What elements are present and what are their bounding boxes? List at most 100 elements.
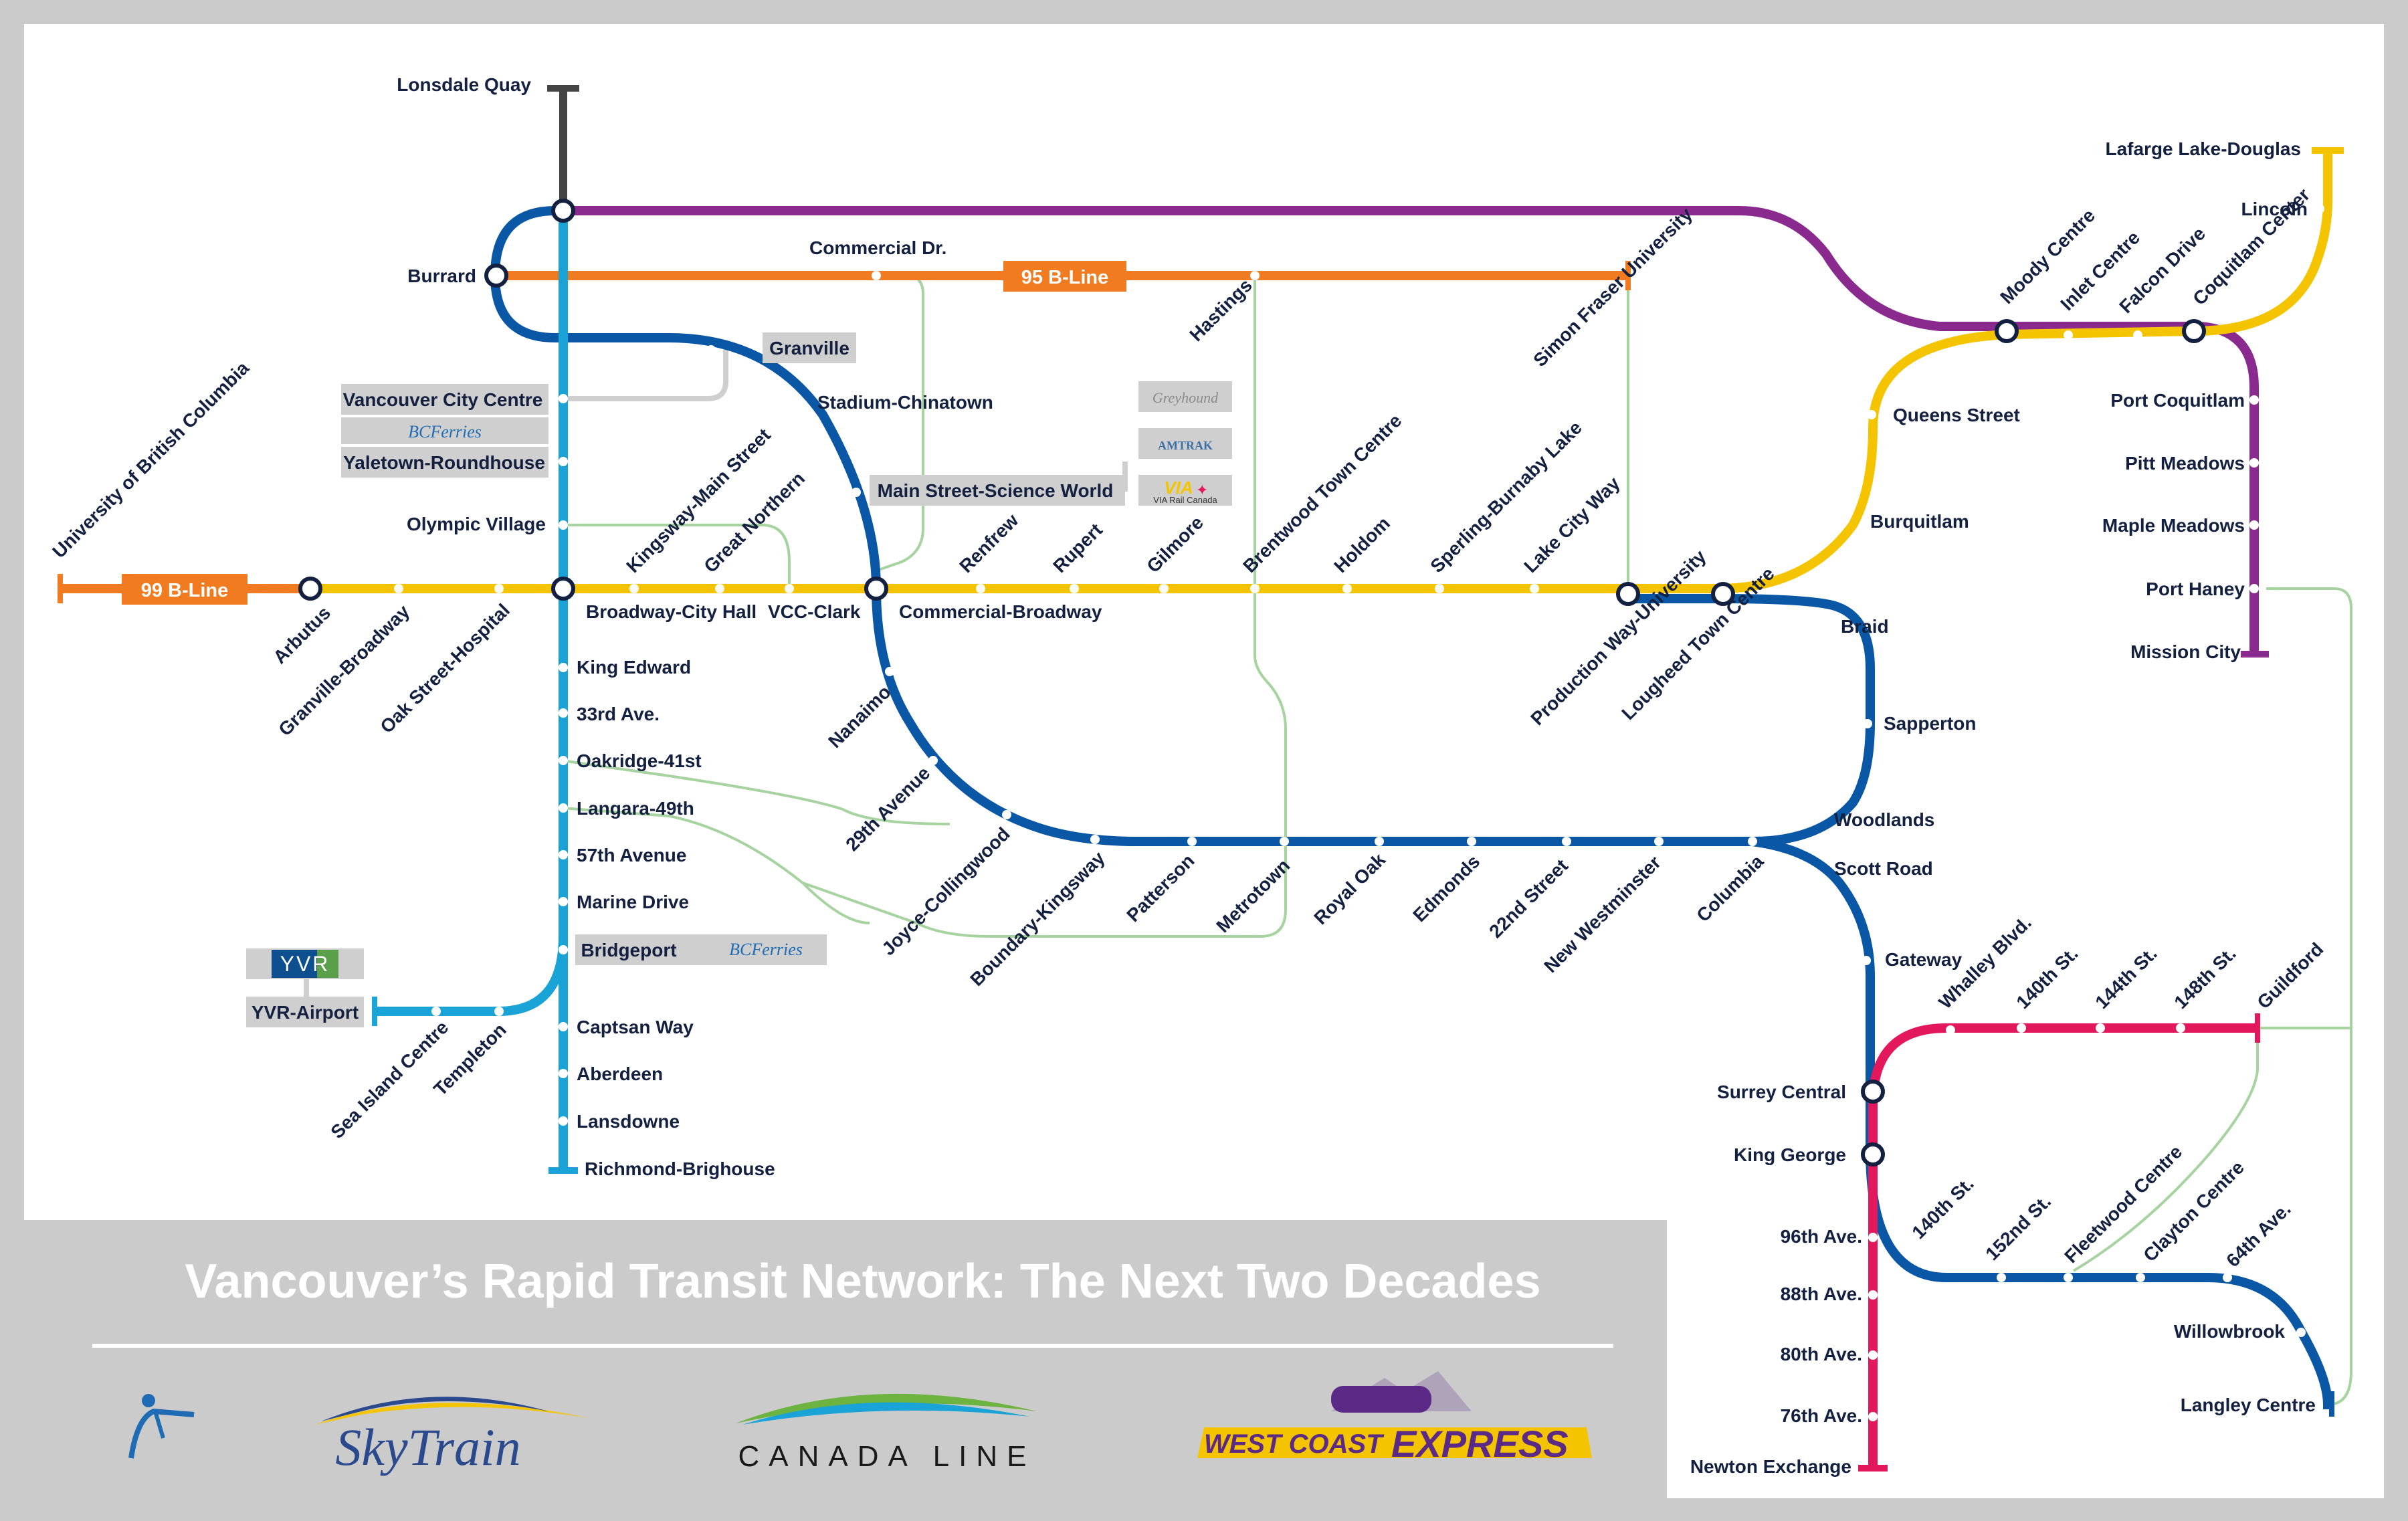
seabus-line — [547, 85, 579, 211]
label-lansdowne: Lansdowne — [577, 1111, 680, 1132]
label-57th: 57th Avenue — [577, 845, 686, 866]
bus-hastings-connector — [802, 276, 1287, 938]
purple-line — [563, 206, 2269, 657]
skytrain-text: SkyTrain — [335, 1418, 520, 1476]
bridgeport-box — [575, 934, 709, 965]
map-area — [24, 24, 2384, 1220]
blue-main-track — [490, 206, 1875, 846]
bus-fleetwood-connector — [2072, 1028, 2259, 1272]
granville-box-label: Granville — [769, 338, 849, 359]
wce-logo: WEST COAST EXPRESS — [1197, 1371, 1592, 1465]
station-dots — [394, 204, 2324, 1421]
translink-leg — [153, 1411, 165, 1439]
bcferries-box-2 — [702, 934, 827, 965]
label-woodlands: Woodlands — [1834, 809, 1934, 830]
label-stadium: Stadium-Chinatown — [817, 392, 993, 413]
amtrak-box — [1138, 428, 1232, 459]
label-captsan: Captsan Way — [577, 1017, 694, 1037]
label-commercial-broadway: Commercial-Broadway — [899, 601, 1102, 622]
b99-line: 99 B-Line — [58, 574, 308, 605]
label-braid: Braid — [1841, 616, 1889, 637]
label-gateway: Gateway — [1885, 949, 1963, 970]
bus-olympic-connector — [562, 524, 791, 587]
via-logo: VIA — [1164, 478, 1193, 498]
label-aberdeen: Aberdeen — [577, 1063, 663, 1084]
label-burrard: Burrard — [407, 266, 476, 286]
bus-porthaney-connector — [2266, 587, 2352, 1406]
b95-line: 95 B-Line — [496, 261, 1631, 292]
info-boxes: Granville Vancouver City Centre BCFerrie… — [246, 332, 1232, 1027]
label-port-haney: Port Haney — [2146, 579, 2245, 599]
vcc-box — [341, 384, 548, 415]
bcferries-box-1 — [341, 417, 548, 444]
greyhound-box — [1138, 381, 1232, 412]
bcferries-logo-2: BCFerries — [729, 940, 803, 959]
label-queens-street: Queens Street — [1893, 405, 2020, 425]
yvr-box — [246, 997, 364, 1027]
label-33rd: 33rd Ave. — [577, 704, 660, 724]
bus-langara-connector — [561, 807, 870, 924]
page-title: Vancouver’s Rapid Transit Network: The N… — [185, 1255, 1540, 1308]
translink-head — [142, 1394, 155, 1407]
label-olympic-village: Olympic Village — [407, 514, 546, 534]
label-vcc-clark: VCC-Clark — [768, 601, 861, 622]
bus-connectors — [561, 274, 2352, 1406]
label-burquitlam: Burquitlam — [1870, 511, 1969, 532]
canada-swoosh-green — [736, 1393, 1037, 1423]
yvr-box-label: YVR-Airport — [252, 1002, 359, 1023]
maple-leaf-icon: ✦ — [1196, 482, 1208, 498]
yvr-logo-text: YVR — [280, 952, 330, 976]
label-king-george: King George — [1734, 1144, 1846, 1165]
greyhound-logo: Greyhound — [1152, 389, 1219, 406]
label-scott-road: Scott Road — [1834, 858, 1933, 879]
canada-airport-branch — [375, 936, 568, 1016]
via-sub: VIA Rail Canada — [1153, 495, 1217, 505]
label-88th: 88th Ave. — [1781, 1284, 1862, 1304]
vcc-box-label: Vancouver City Centre — [343, 389, 543, 410]
yellow-track — [308, 150, 2332, 593]
canada-line — [372, 211, 578, 1174]
skytrain-logo: SkyTrain — [314, 1397, 589, 1476]
label-marine-drive: Marine Drive — [577, 892, 689, 912]
label-broadway-city-hall: Broadway-City Hall — [586, 601, 757, 622]
label-oakridge: Oakridge-41st — [577, 750, 702, 771]
label-richmond-brighouse: Richmond-Brighouse — [585, 1158, 775, 1179]
label-lonsdale-quay: Lonsdale Quay — [397, 74, 531, 95]
b95-badge — [1003, 261, 1126, 292]
label-port-coquitlam: Port Coquitlam — [2110, 390, 2245, 411]
label-king-edward: King Edward — [577, 657, 691, 678]
label-lafarge: Lafarge Lake-Douglas — [2105, 138, 2301, 159]
label-80th: 80th Ave. — [1781, 1344, 1862, 1364]
label-maple-meadows: Maple Meadows — [2102, 515, 2245, 536]
mainstreet-box-label: Main Street-Science World — [878, 480, 1114, 501]
bcferries-logo-1: BCFerries — [408, 422, 482, 441]
translink-logo — [128, 1394, 195, 1459]
map-area-extension — [1667, 1217, 2384, 1498]
b99-label: 99 B-Line — [141, 580, 229, 601]
granville-box — [763, 332, 856, 363]
label-langley: Langley Centre — [2181, 1395, 2316, 1415]
label-mission-city: Mission City — [2130, 641, 2241, 662]
label-lincoln: Lincoln — [2241, 199, 2308, 219]
wce-express: EXPRESS — [1391, 1423, 1569, 1465]
label-commercial-dr: Commercial Dr. — [809, 237, 946, 258]
via-box — [1138, 475, 1232, 506]
canada-line-text: CANADA LINE — [738, 1440, 1036, 1473]
granville-connector — [562, 349, 728, 401]
translink-body — [128, 1408, 195, 1459]
bridgeport-box-label: Bridgeport — [581, 940, 676, 960]
mainstreet-box — [870, 475, 1125, 506]
b95-label: 95 B-Line — [1021, 267, 1109, 288]
skytrain-swoosh-blue — [321, 1397, 548, 1421]
canada-swoosh-blue — [742, 1402, 1030, 1425]
label-sapperton: Sapperton — [1884, 713, 1976, 734]
yellow-line — [308, 147, 2344, 593]
yaletown-box — [341, 447, 548, 478]
bus-oakridge-connector — [561, 759, 950, 825]
label-surrey-central: Surrey Central — [1717, 1082, 1846, 1102]
wce-west-coast: WEST COAST — [1204, 1429, 1385, 1459]
b99-badge — [122, 574, 247, 605]
label-pitt-meadows: Pitt Meadows — [2125, 453, 2245, 474]
wce-train-icon — [1331, 1386, 1431, 1413]
